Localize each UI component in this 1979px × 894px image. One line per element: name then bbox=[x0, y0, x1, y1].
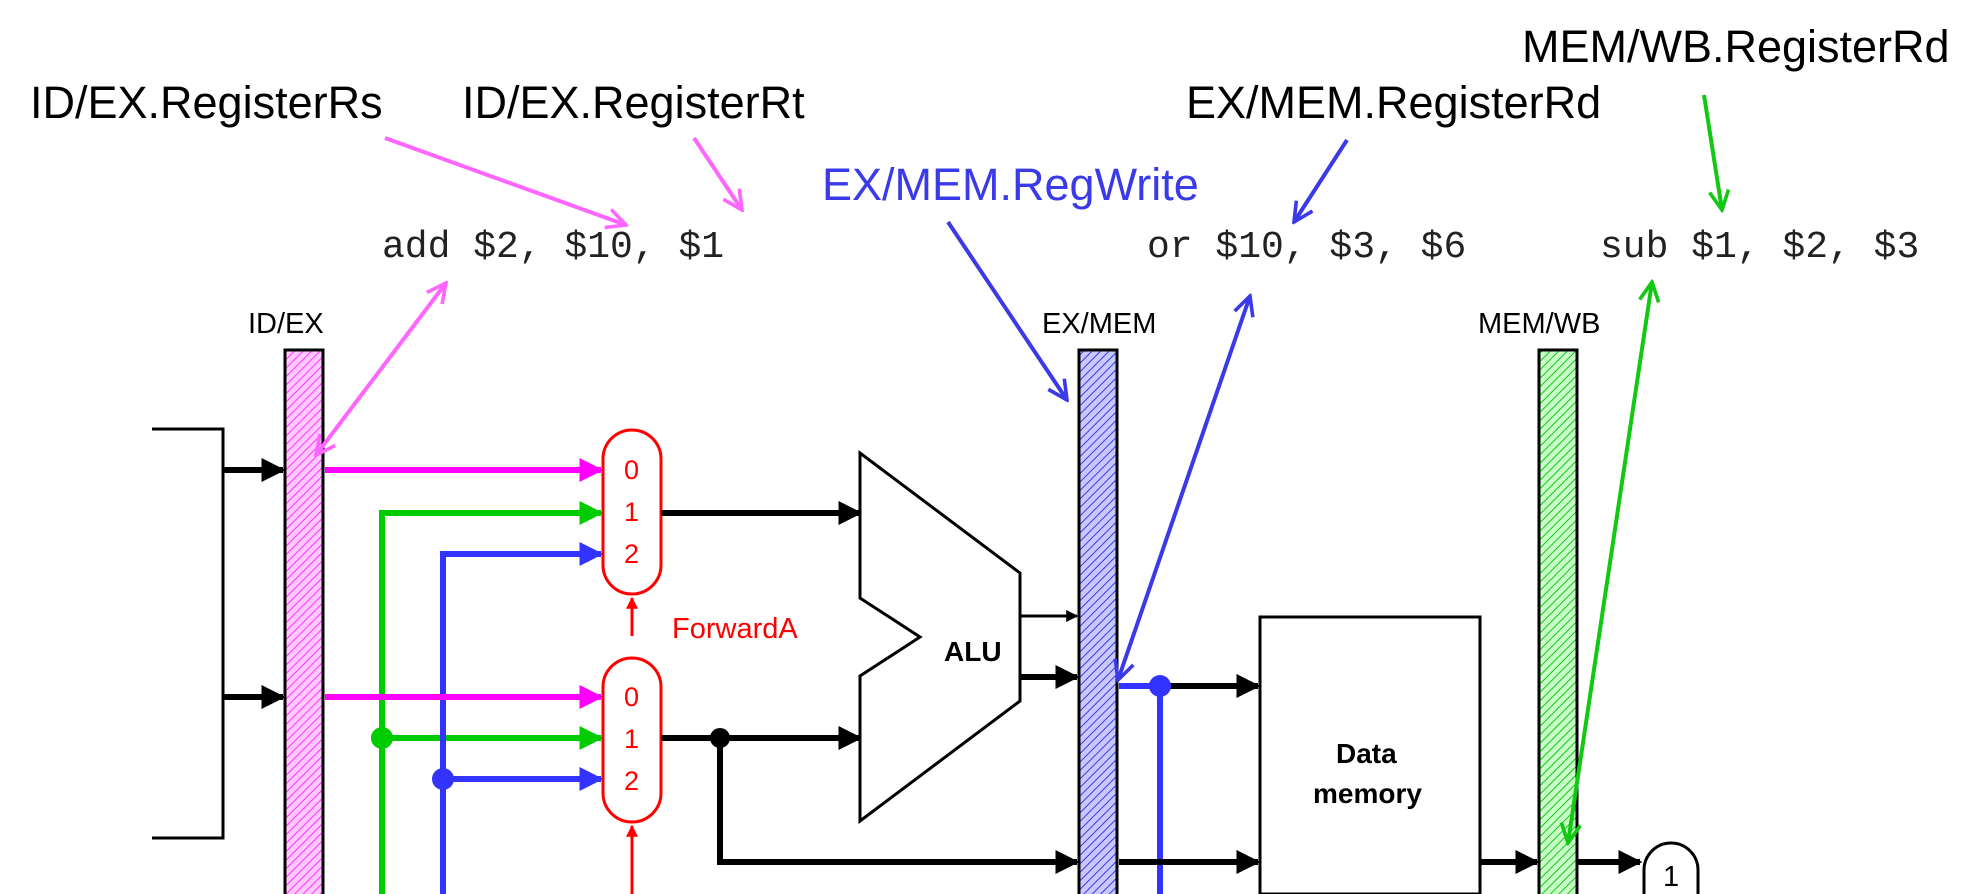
alu bbox=[858, 450, 1022, 824]
rs-callout-arrow bbox=[384, 136, 626, 225]
mem-stage-instruction: or $10, $3, $6 bbox=[1147, 226, 1466, 269]
ex-mem-regwrite-label: EX/MEM.RegWrite bbox=[822, 159, 1199, 210]
ex-mem-registerrd-label: EX/MEM.RegisterRd bbox=[1186, 77, 1601, 128]
forward-a-mux-input-0: 0 bbox=[624, 455, 639, 485]
id-ex-double-arrow bbox=[316, 283, 446, 455]
forward-a-mux-input-2: 2 bbox=[624, 539, 639, 569]
ex-mem-feedback-junction-dot bbox=[1149, 675, 1171, 697]
forward-b-mux-input-1: 1 bbox=[624, 724, 639, 754]
forward-b-mux-input-2: 2 bbox=[624, 766, 639, 796]
data-memory-label-line2: memory bbox=[1313, 778, 1422, 809]
ex-mem-rd-callout-arrow bbox=[1294, 138, 1349, 222]
ex-mem-junction-dot bbox=[432, 768, 454, 790]
forward-b-mux-input-0: 0 bbox=[624, 682, 639, 712]
data-memory bbox=[1258, 615, 1482, 894]
ex-mem-double-arrow bbox=[1118, 296, 1250, 680]
id-ex-register-label: ID/EX bbox=[248, 308, 324, 340]
wb-stage-instruction: sub $1, $2, $3 bbox=[1600, 226, 1919, 269]
ex-mem-register-label: EX/MEM bbox=[1042, 308, 1156, 340]
mem-wb-junction-dot bbox=[371, 727, 393, 749]
id-ex-pipeline-register bbox=[283, 348, 325, 894]
mem-wb-registerrd-label: MEM/WB.RegisterRd bbox=[1522, 21, 1950, 72]
ex-stage-instruction: add $2, $10, $1 bbox=[382, 226, 724, 269]
register-file-bracket bbox=[152, 427, 225, 840]
writeback-mux bbox=[1642, 841, 1700, 894]
rt-callout-arrow bbox=[692, 136, 742, 210]
ex-mem-forward-wire-a bbox=[440, 542, 604, 894]
store-data-wire bbox=[717, 738, 1080, 874]
forward-a-mux-input-1: 1 bbox=[624, 497, 639, 527]
forward-a-label: ForwardA bbox=[672, 613, 798, 645]
mem-wb-register-label: MEM/WB bbox=[1478, 308, 1600, 340]
alu-label: ALU bbox=[944, 636, 1002, 667]
data-memory-label-line1: Data bbox=[1336, 738, 1397, 769]
mem-wb-double-arrow bbox=[1568, 282, 1652, 843]
writeback-mux-input-1: 1 bbox=[1663, 861, 1679, 893]
regwrite-callout-arrow bbox=[946, 220, 1067, 400]
id-ex-registerrs-label: ID/EX.RegisterRs bbox=[30, 77, 383, 128]
ex-mem-pipeline-register bbox=[1077, 348, 1119, 894]
mem-wb-rd-callout-arrow bbox=[1702, 94, 1722, 210]
store-data-junction-dot bbox=[710, 728, 730, 748]
id-ex-registerrt-label: ID/EX.RegisterRt bbox=[462, 77, 805, 128]
mem-wb-forward-wire-a bbox=[379, 501, 604, 894]
